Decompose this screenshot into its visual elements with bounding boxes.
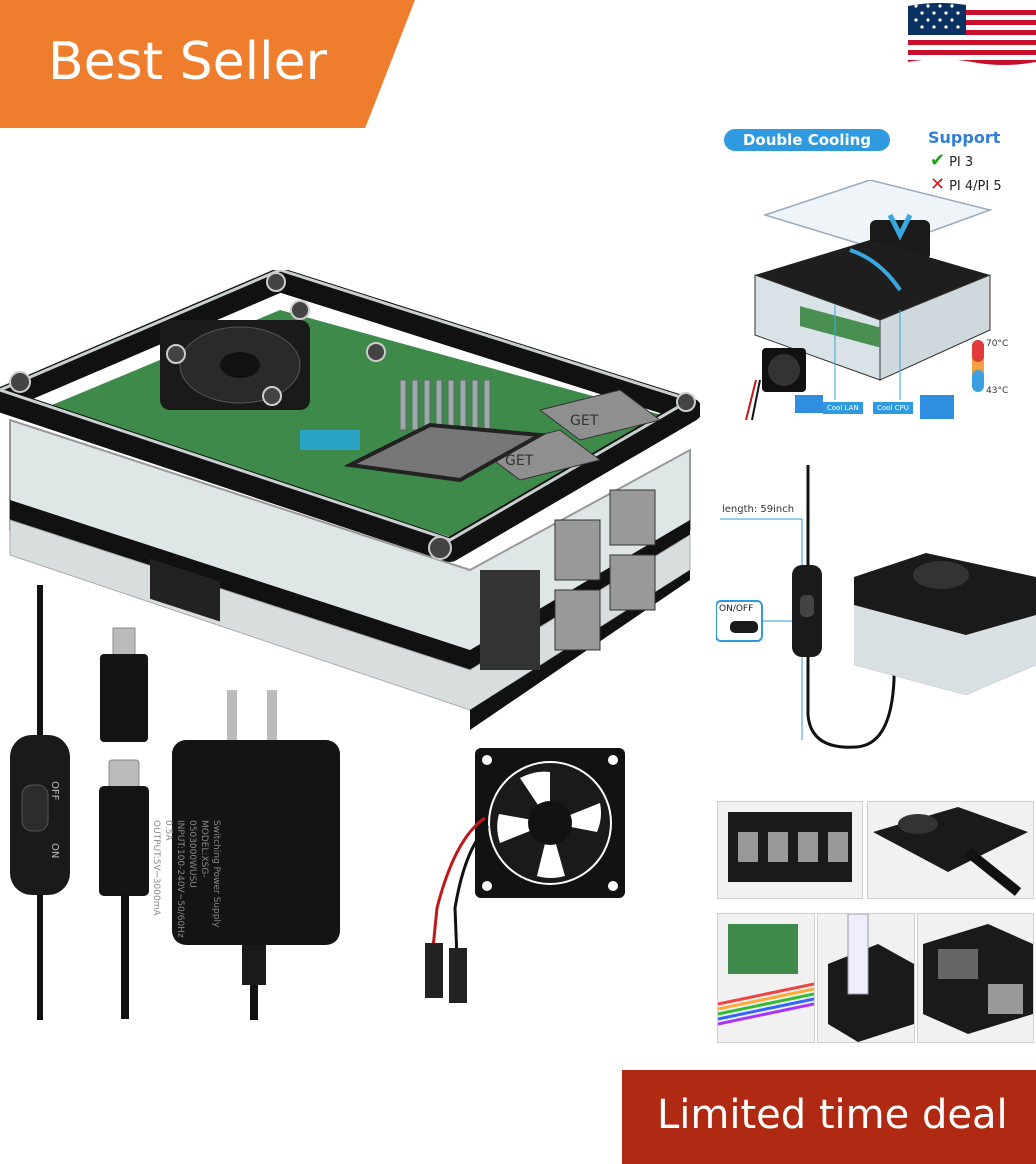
cooling-fan-illustration <box>425 748 625 1003</box>
limited-deal-badge <box>622 1070 1036 1164</box>
adapter-title: Switching Power Supply <box>211 820 221 928</box>
thumbnail-ribbon-cable[interactable] <box>717 913 815 1043</box>
switch-off-label: OFF <box>49 781 60 801</box>
thumbnail-case-ports[interactable] <box>717 801 863 899</box>
cable-length-diagram <box>716 465 1036 749</box>
support-yes-row: ✔PI 3 <box>930 150 974 171</box>
adapter-model: MODEL:XSG-0503000WUSU <box>187 820 209 888</box>
thumbnail-case-hdmi[interactable] <box>867 801 1034 899</box>
power-adapter: Switching Power Supply MODEL:XSG-0503000… <box>151 690 340 1020</box>
cable-length-label: length: 59inch <box>722 504 795 515</box>
adapter-input: INPUT:100-240V~50/60Hz 0.5A <box>163 820 185 938</box>
cool-cpu-tag: Cool CPU <box>873 402 913 414</box>
temp-high-label: 70°C <box>986 339 1009 349</box>
best-seller-badge <box>0 0 415 128</box>
get-label-1: GET <box>505 453 534 469</box>
usb-adapter-illustration <box>99 627 149 1019</box>
limited-deal-label: Limited time deal <box>657 1092 1008 1138</box>
adapter-output: OUTPUT:5V⎓3000mA <box>151 820 161 916</box>
support-title: Support <box>928 128 1001 147</box>
thumbnail-case-side[interactable] <box>917 913 1034 1043</box>
thumbnail-camera-cable[interactable] <box>817 913 915 1043</box>
temp-low-label: 43°C <box>986 386 1009 396</box>
switch-on-label: ON <box>49 843 60 858</box>
double-cooling-badge: Double Cooling <box>724 129 890 151</box>
cool-lan-tag: Cool LAN <box>823 402 863 414</box>
get-label-2: GET <box>570 413 599 429</box>
us-flag-icon <box>908 3 1036 65</box>
raspberry-pi-case-illustration: GET GET <box>0 270 700 730</box>
cross-icon: ✕ <box>930 174 946 195</box>
exploded-case-diagram <box>745 180 993 421</box>
on-off-label: ON/OFF <box>719 604 754 614</box>
best-seller-label: Best Seller <box>48 32 327 92</box>
support-no-row: ✕PI 4/PI 5 <box>930 174 1002 195</box>
power-switch-cable: OFF ON <box>10 585 70 1020</box>
checkmark-icon: ✔ <box>930 150 946 171</box>
